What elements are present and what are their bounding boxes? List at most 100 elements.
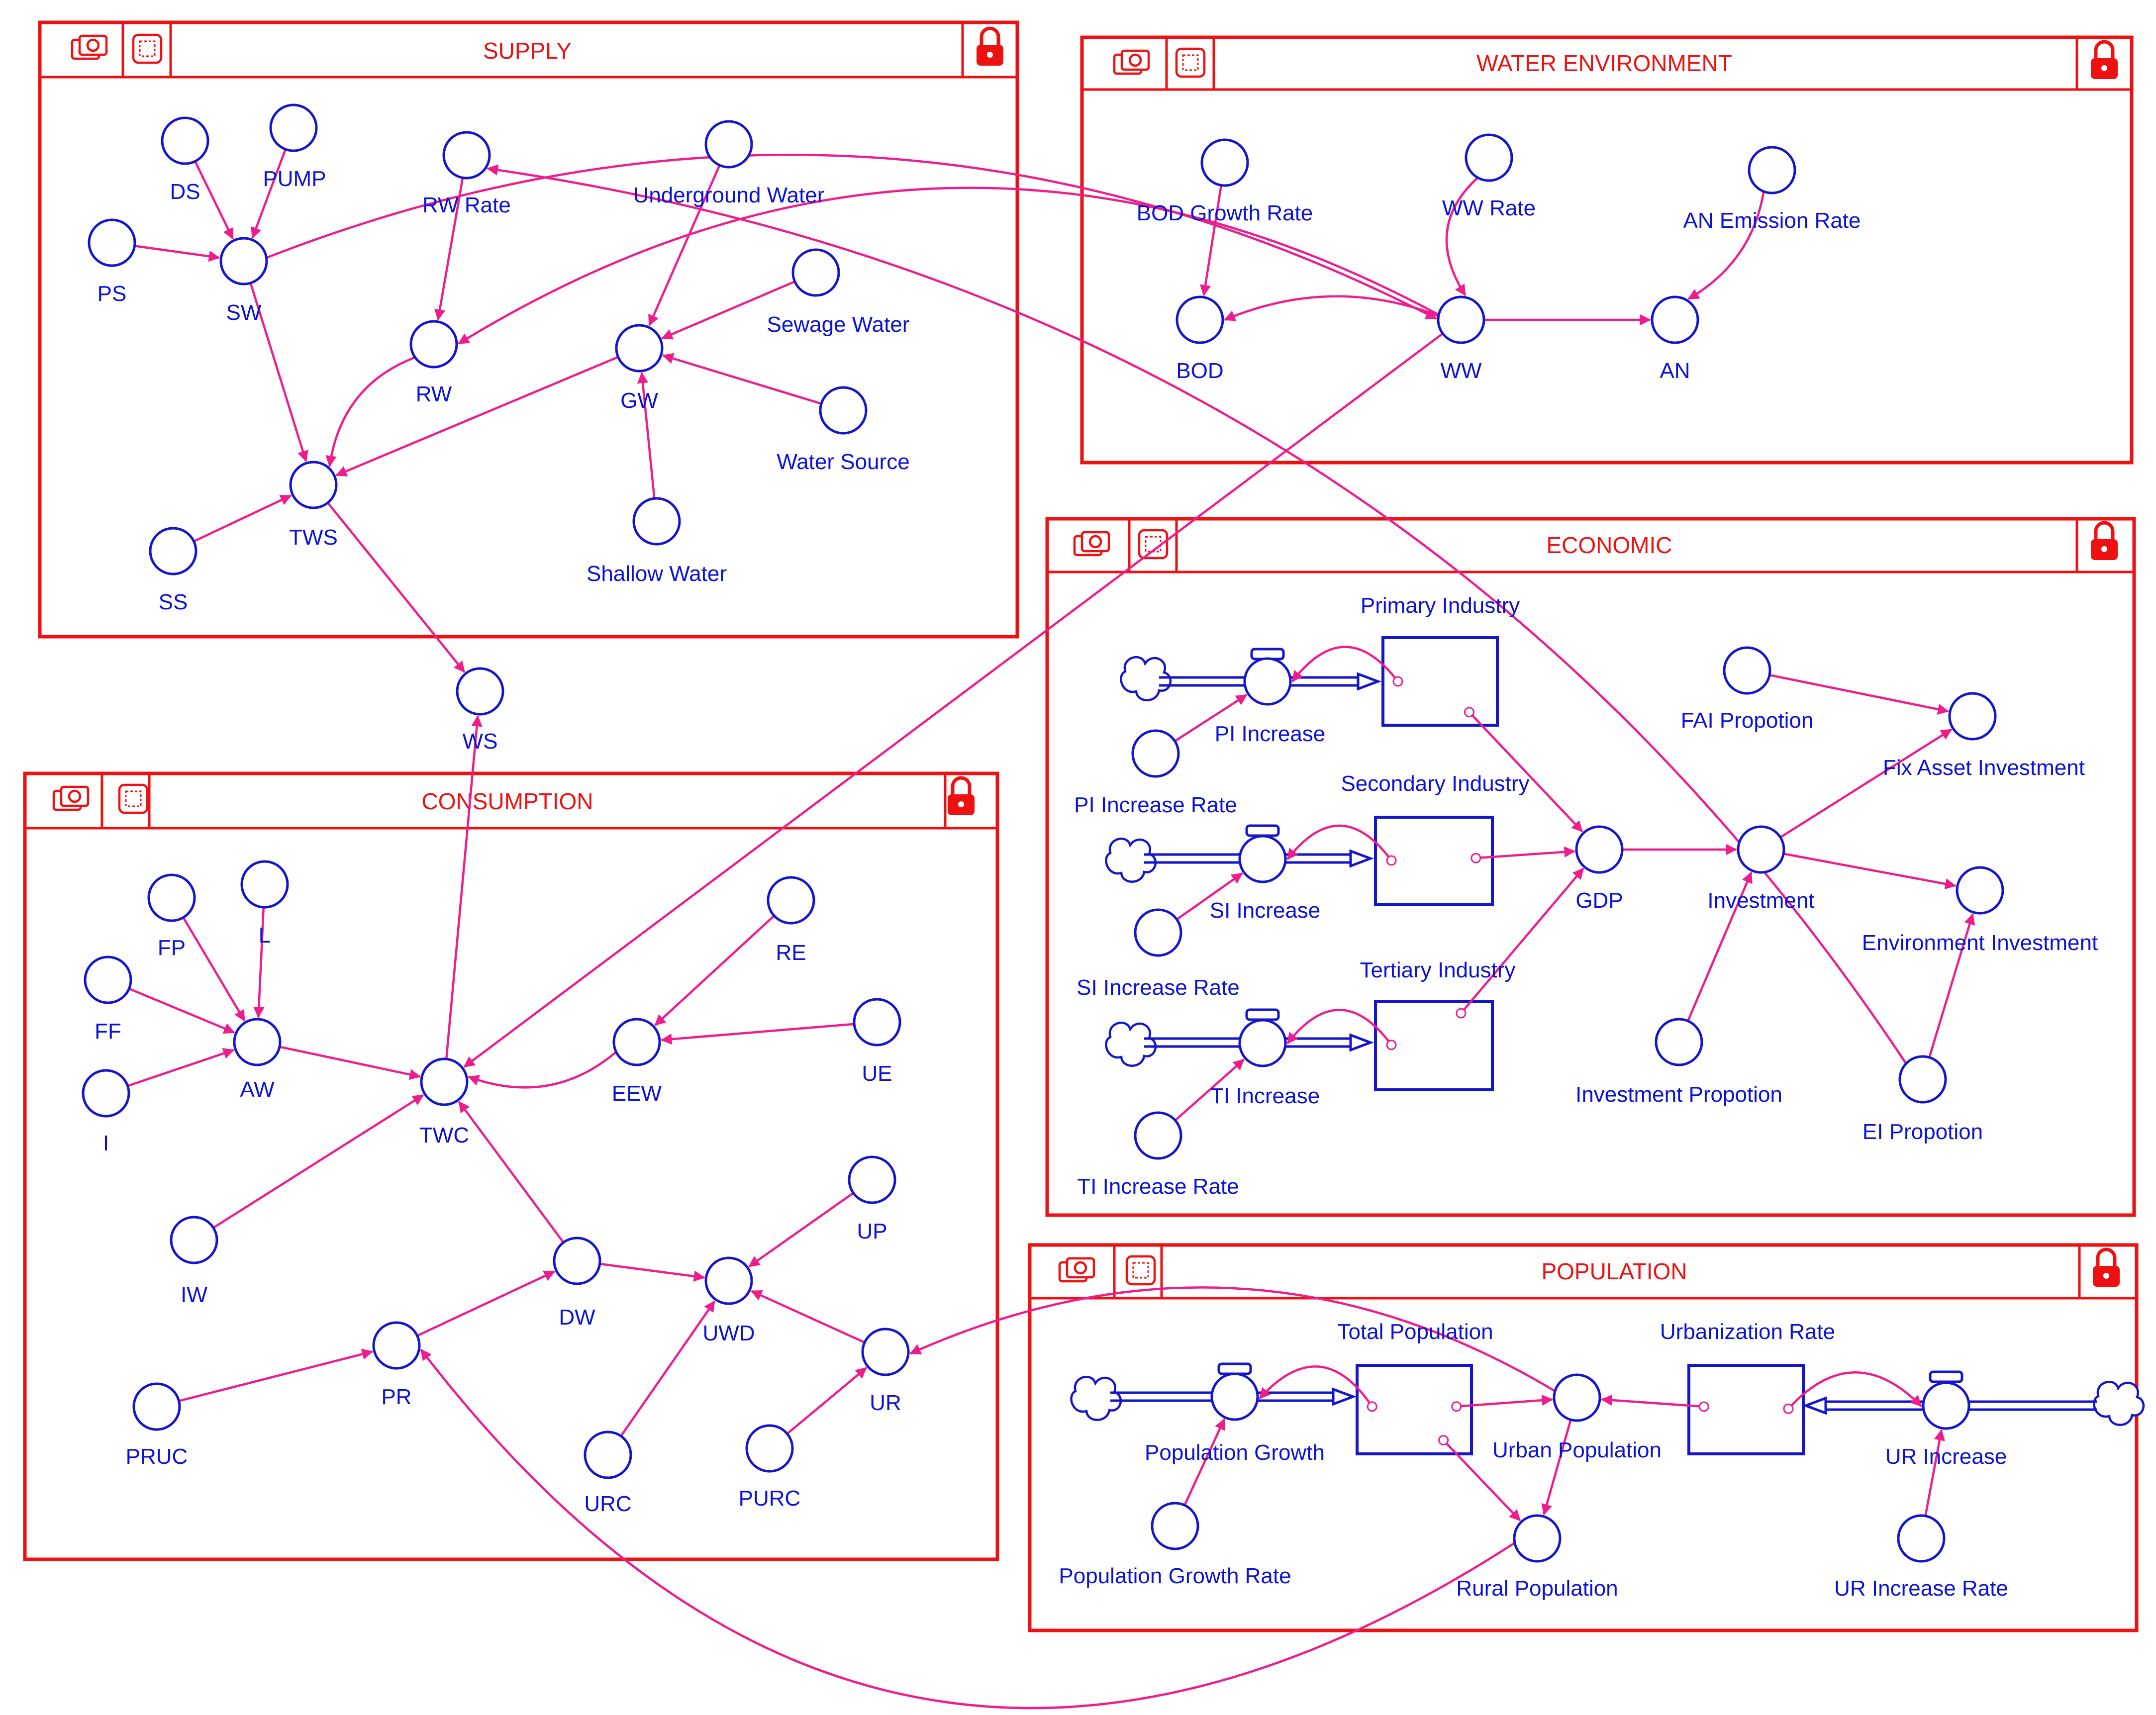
frame-icon[interactable] bbox=[118, 783, 149, 814]
gdp-node[interactable] bbox=[1575, 825, 1624, 874]
rw-node[interactable] bbox=[409, 320, 458, 369]
ss-node[interactable] bbox=[149, 527, 197, 575]
an-node[interactable] bbox=[1651, 295, 1699, 344]
link-ps-sw bbox=[124, 243, 220, 262]
lock-icon[interactable] bbox=[2093, 1247, 2120, 1287]
shallow-water-node[interactable] bbox=[632, 497, 681, 546]
iw-node[interactable] bbox=[170, 1216, 218, 1264]
camera-icon[interactable] bbox=[1058, 1257, 1095, 1283]
pi-increase-node[interactable] bbox=[1243, 657, 1292, 706]
frame-icon[interactable] bbox=[132, 33, 163, 64]
ff-node[interactable] bbox=[84, 955, 132, 1004]
eew-node[interactable] bbox=[612, 1018, 661, 1066]
si-increase-node[interactable] bbox=[1238, 835, 1287, 883]
ue-node[interactable] bbox=[853, 998, 901, 1047]
camera-icon[interactable] bbox=[52, 785, 90, 811]
label-pi-increase-rate: PI Increase Rate bbox=[1074, 793, 1237, 817]
frame-icon[interactable] bbox=[1175, 47, 1206, 78]
link-wwrate-ww bbox=[1445, 169, 1488, 296]
up-node[interactable] bbox=[848, 1155, 896, 1204]
label-ti-increase: TI Increase bbox=[1210, 1084, 1320, 1108]
ww-node[interactable] bbox=[1437, 295, 1485, 344]
tws-node[interactable] bbox=[289, 461, 338, 509]
ei-propotion-node[interactable] bbox=[1898, 1055, 1947, 1104]
underground-water-node[interactable] bbox=[704, 120, 753, 169]
pruc-node[interactable] bbox=[132, 1382, 181, 1431]
link-ff-aw bbox=[119, 983, 235, 1034]
link-dw-uwd bbox=[589, 1261, 705, 1282]
frame-icon[interactable] bbox=[1125, 1255, 1156, 1286]
l-node[interactable] bbox=[240, 860, 289, 909]
aw-node[interactable] bbox=[233, 1018, 282, 1066]
sector-economic[interactable]: ECONOMIC bbox=[1045, 517, 2136, 1217]
fix-asset-investment-node[interactable] bbox=[1948, 692, 1997, 741]
population-growth-node[interactable] bbox=[1210, 1372, 1259, 1421]
pr-node[interactable] bbox=[372, 1321, 421, 1370]
link-urbrate-urbpop-origin bbox=[1698, 1401, 1709, 1412]
environment-investment-node[interactable] bbox=[1956, 866, 2004, 915]
link-tiir-tiinc bbox=[1167, 1058, 1245, 1128]
rural-population-node[interactable] bbox=[1513, 1514, 1562, 1563]
rw-rate-node[interactable] bbox=[442, 131, 491, 180]
lock-icon[interactable] bbox=[977, 26, 1003, 66]
link-inv-env bbox=[1773, 851, 1957, 890]
ps-node[interactable] bbox=[88, 218, 136, 267]
link-ww-twc bbox=[463, 326, 1452, 1068]
i-node[interactable] bbox=[82, 1069, 130, 1118]
ti-increase-node[interactable] bbox=[1238, 1019, 1287, 1067]
lock-icon[interactable] bbox=[2091, 40, 2118, 79]
link-re-eew bbox=[654, 908, 783, 1026]
gw-node[interactable] bbox=[615, 324, 664, 373]
lock-icon[interactable] bbox=[948, 776, 975, 815]
pump-node[interactable] bbox=[269, 103, 318, 152]
ws-node[interactable] bbox=[456, 667, 504, 716]
water-source-node[interactable] bbox=[819, 386, 868, 435]
label-an: AN bbox=[1660, 359, 1690, 383]
ur-node[interactable] bbox=[861, 1328, 910, 1376]
label-dw: DW bbox=[559, 1305, 595, 1330]
label-ww-rate: WW Rate bbox=[1442, 196, 1536, 220]
sector-consumption[interactable]: CONSUMPTION bbox=[23, 771, 999, 1561]
bod-growth-rate-node[interactable] bbox=[1200, 138, 1249, 187]
urban-population-node[interactable] bbox=[1553, 1373, 1601, 1422]
camera-icon[interactable] bbox=[1073, 531, 1110, 557]
twc-node[interactable] bbox=[420, 1057, 469, 1106]
urc-node[interactable] bbox=[584, 1430, 632, 1479]
sector-supply[interactable]: SUPPLY bbox=[38, 20, 1019, 639]
ur-increase-rate-node[interactable] bbox=[1897, 1514, 1946, 1563]
population-growth-rate-node[interactable] bbox=[1151, 1502, 1199, 1550]
sector-water-environment[interactable]: WATER ENVIRONMENT bbox=[1080, 35, 2134, 465]
lock-icon[interactable] bbox=[2091, 521, 2118, 560]
camera-icon[interactable] bbox=[1113, 49, 1150, 75]
label-rural-population: Rural Population bbox=[1456, 1576, 1618, 1601]
ur-increase-node[interactable] bbox=[1922, 1381, 1970, 1430]
ww-rate-node[interactable] bbox=[1465, 133, 1513, 182]
purc-node[interactable] bbox=[745, 1424, 794, 1473]
stock-tertiary-industry[interactable] bbox=[1374, 1000, 1494, 1091]
bod-node[interactable] bbox=[1176, 295, 1224, 344]
link-iw-twc bbox=[204, 1094, 424, 1235]
sw-node[interactable] bbox=[219, 237, 268, 286]
sector-title-consumption: CONSUMPTION bbox=[422, 788, 593, 814]
an-emission-rate-node[interactable] bbox=[1748, 146, 1796, 194]
sector-population[interactable]: POPULATION bbox=[1028, 1243, 2139, 1632]
dw-node[interactable] bbox=[553, 1237, 601, 1285]
si-increase-rate-node[interactable] bbox=[1134, 908, 1182, 957]
investment-node[interactable] bbox=[1737, 825, 1785, 874]
pi-increase-rate-node[interactable] bbox=[1131, 729, 1180, 778]
label-ss: SS bbox=[159, 590, 188, 614]
investment-propotion-node[interactable] bbox=[1655, 1018, 1703, 1066]
cloud-icon bbox=[1120, 656, 1172, 701]
camera-icon[interactable] bbox=[71, 34, 108, 60]
link-pistock-piinc-origin bbox=[1392, 676, 1403, 687]
link-sw-tws bbox=[246, 273, 308, 463]
sewage-water-node[interactable] bbox=[791, 248, 840, 297]
link-bodgr-bod bbox=[1199, 175, 1224, 296]
ds-node[interactable] bbox=[161, 116, 209, 165]
ti-increase-rate-node[interactable] bbox=[1134, 1111, 1182, 1160]
fp-node[interactable] bbox=[147, 873, 196, 922]
label-ff: FF bbox=[95, 1019, 121, 1044]
re-node[interactable] bbox=[767, 876, 815, 925]
fai-propotion-node[interactable] bbox=[1723, 646, 1771, 695]
uwd-node[interactable] bbox=[704, 1256, 753, 1305]
